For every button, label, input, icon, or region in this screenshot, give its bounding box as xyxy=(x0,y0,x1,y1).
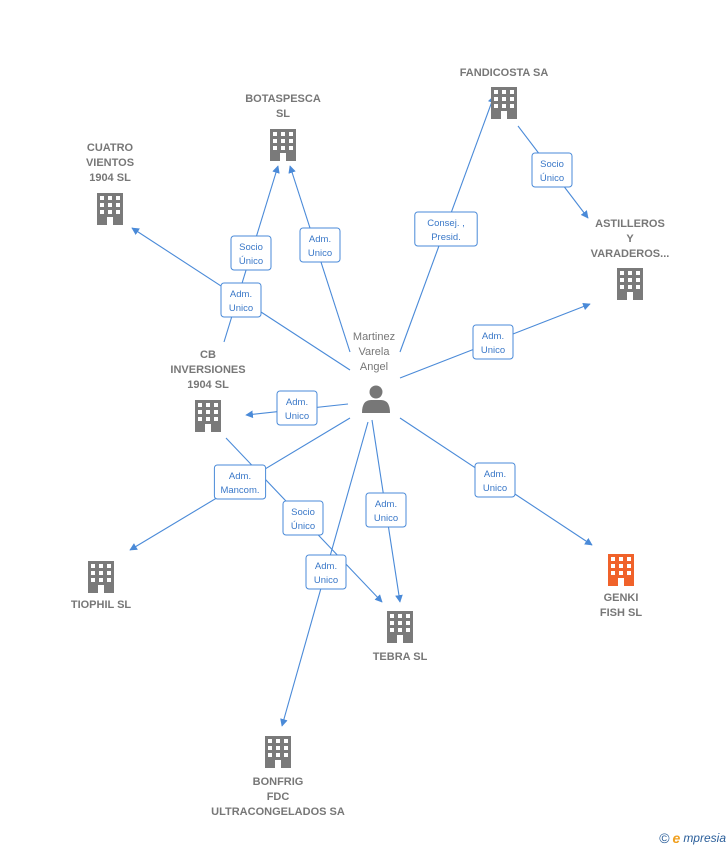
relation-label-line: Adm. xyxy=(484,469,506,480)
relation-label-line: Único xyxy=(239,256,263,267)
relation-box xyxy=(305,554,347,590)
building-icon xyxy=(195,400,221,432)
company-node-tiophil[interactable]: TIOPHIL SL xyxy=(71,561,132,611)
relation-label-line: Único xyxy=(291,521,315,532)
building-icon xyxy=(265,736,291,768)
company-node-botaspesca[interactable]: BOTASPESCA SL xyxy=(245,93,321,161)
brand-name: mpresia xyxy=(683,831,726,845)
company-node-genki[interactable]: GENKI FISH SL xyxy=(600,554,642,619)
relation-label-botaspesca-adm[interactable]: Adm. Unico xyxy=(299,227,341,263)
relation-box xyxy=(213,464,267,500)
relation-label-line: Adm. xyxy=(375,499,397,510)
company-label-line: CB xyxy=(200,349,216,361)
relation-label-line: Adm. xyxy=(229,471,251,482)
relation-label-genki-adm[interactable]: Adm. Unico xyxy=(474,462,516,498)
building-icon xyxy=(491,87,517,119)
company-node-fandicosta[interactable]: FANDICOSTA SA xyxy=(460,67,549,119)
relation-label-fandicosta-consej[interactable]: Consej. , Presid. xyxy=(414,211,478,247)
building-icon xyxy=(617,268,643,300)
relation-label-line: Unico xyxy=(229,303,253,314)
relation-box xyxy=(474,462,516,498)
relation-label-line: Unico xyxy=(483,483,507,494)
relation-label-line: Único xyxy=(540,173,564,184)
company-label-line: CUATRO xyxy=(87,142,134,154)
building-icon xyxy=(608,554,634,586)
copyright-symbol: © xyxy=(659,830,670,846)
company-label-line: BOTASPESCA xyxy=(245,93,321,105)
relation-label-line: Consej. , xyxy=(427,218,465,229)
relation-label-line: Presid. xyxy=(431,232,461,243)
building-icon xyxy=(387,611,413,643)
relation-label-line: Unico xyxy=(285,411,309,422)
building-icon xyxy=(97,193,123,225)
relation-label-line: Socio xyxy=(291,507,315,518)
relation-label-tebra-adm[interactable]: Adm. Unico xyxy=(365,492,407,528)
relation-label-cb-adm[interactable]: Adm. Unico xyxy=(276,390,318,426)
company-label-line: GENKI xyxy=(604,592,639,604)
company-node-cuatro-vientos[interactable]: CUATRO VIENTOS 1904 SL xyxy=(86,142,134,225)
relation-label-line: Unico xyxy=(314,575,338,586)
building-icon xyxy=(270,129,296,161)
relation-box xyxy=(220,282,262,318)
relation-label-line: Adm. xyxy=(286,397,308,408)
relation-box xyxy=(276,390,318,426)
building-icon xyxy=(88,561,114,593)
company-label-line: FDC xyxy=(267,791,290,803)
company-node-bonfrig[interactable]: BONFRIG FDC ULTRACONGELADOS SA xyxy=(211,736,345,818)
relation-box xyxy=(531,152,573,188)
company-label-line: FANDICOSTA SA xyxy=(460,67,549,79)
brand-logo-initial: e xyxy=(672,830,681,846)
relation-box xyxy=(299,227,341,263)
relation-label-line: Unico xyxy=(308,248,332,259)
person-name-line: Martinez xyxy=(353,331,395,343)
nodes-layer: BOTASPESCA SL FANDICOSTA SA CUATRO VIENTOS 19… xyxy=(71,67,669,818)
relation-label-tiophil-mancom[interactable]: Adm. Mancom. xyxy=(213,464,267,500)
company-label-line: 1904 SL xyxy=(89,172,131,184)
company-label-line: Y xyxy=(626,233,634,245)
company-label-line: ASTILLEROS xyxy=(595,218,665,230)
company-label-line: 1904 SL xyxy=(187,379,229,391)
relation-box xyxy=(472,324,514,360)
relation-label-line: Adm. xyxy=(315,561,337,572)
relation-label-line: Adm. xyxy=(482,331,504,342)
company-label-line: VIENTOS xyxy=(86,157,134,169)
relation-box xyxy=(365,492,407,528)
relation-label-line: Socio xyxy=(540,159,564,170)
company-node-cb-inversiones[interactable]: CB INVERSIONES 1904 SL xyxy=(170,349,246,432)
person-icon xyxy=(362,385,390,413)
person-name-line: Varela xyxy=(359,346,391,358)
relation-label-astilleros-adm[interactable]: Adm. Unico xyxy=(472,324,514,360)
relation-label-line: Mancom. xyxy=(220,485,259,496)
company-label-line: BONFRIG xyxy=(253,776,304,788)
company-label-line: VARADEROS... xyxy=(591,248,670,260)
relation-label-line: Unico xyxy=(374,513,398,524)
relation-label-cuatro-adm[interactable]: Adm. Unico xyxy=(220,282,262,318)
company-node-astilleros[interactable]: ASTILLEROS Y VARADEROS... xyxy=(591,218,670,300)
company-label-line: ULTRACONGELADOS SA xyxy=(211,806,345,818)
company-label-line: FISH SL xyxy=(600,607,642,619)
company-label-line: SL xyxy=(276,108,290,120)
person-name-line: Angel xyxy=(360,361,388,373)
company-label-line: INVERSIONES xyxy=(170,364,245,376)
relation-label-line: Socio xyxy=(239,242,263,253)
relation-box xyxy=(230,235,272,271)
company-label-line: TIOPHIL SL xyxy=(71,599,132,611)
relation-label-line: Unico xyxy=(481,345,505,356)
company-node-tebra[interactable]: TEBRA SL xyxy=(373,611,428,663)
relation-label-line: Adm. xyxy=(230,289,252,300)
relation-label-line: Adm. xyxy=(309,234,331,245)
relation-box xyxy=(282,500,324,536)
company-label-line: TEBRA SL xyxy=(373,651,428,663)
relation-label-bonfrig-adm[interactable]: Adm. Unico xyxy=(305,554,347,590)
relation-box xyxy=(414,211,478,247)
